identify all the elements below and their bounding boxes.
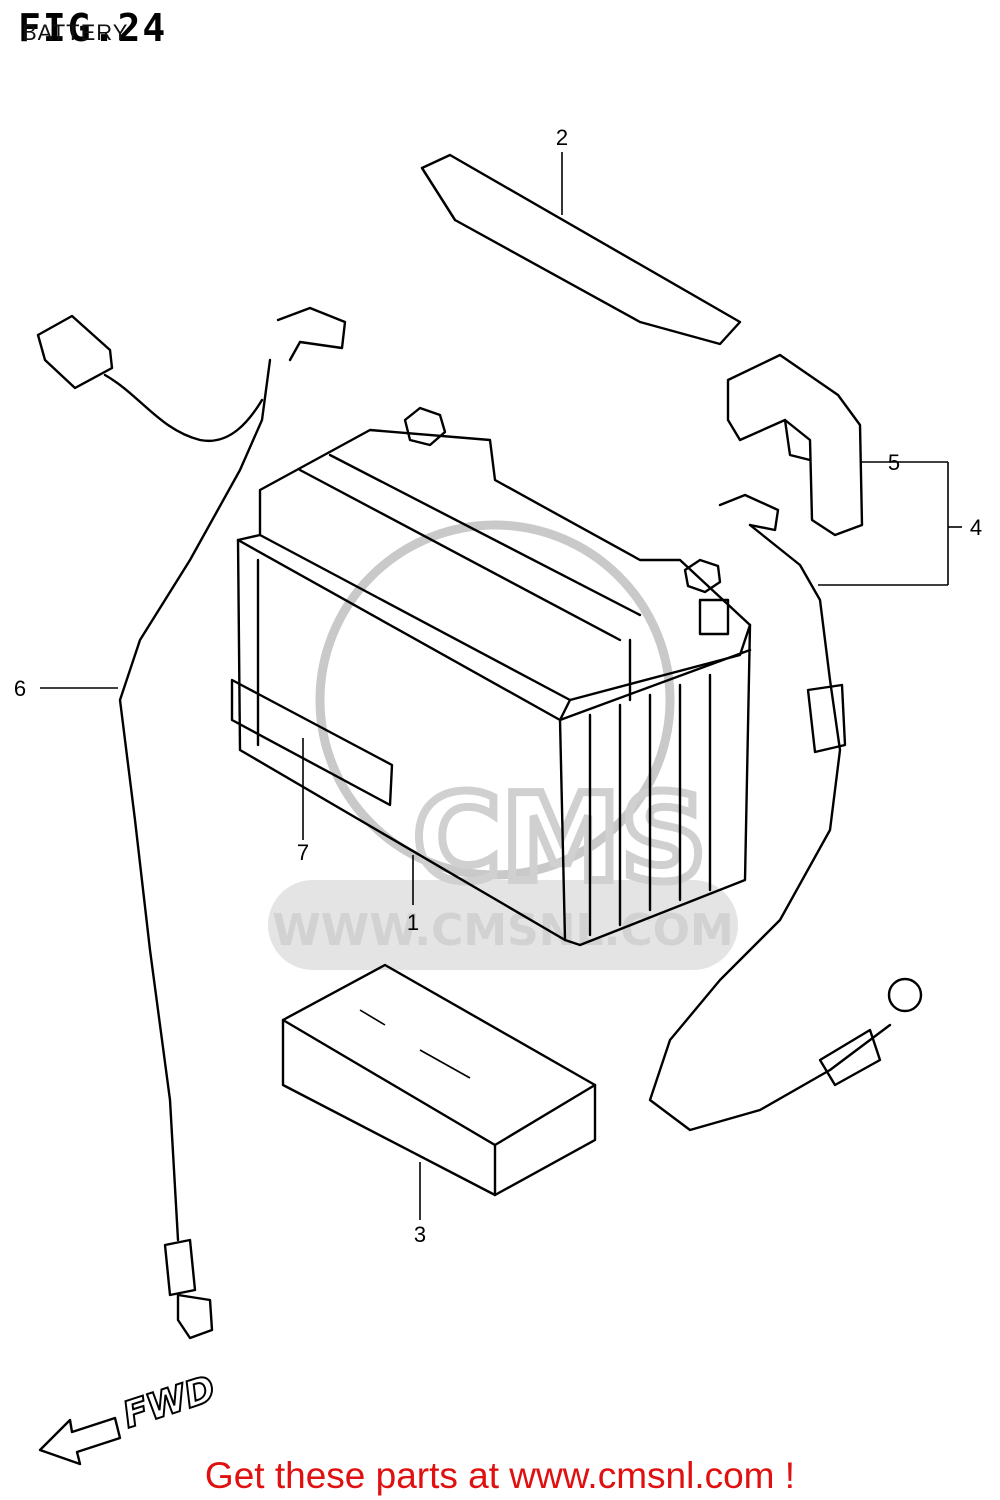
footer-parts-link[interactable]: Get these parts at www.cmsnl.com ! — [204, 1455, 796, 1496]
watermark-brand: CMS — [413, 770, 707, 909]
callout-3: 3 — [414, 1222, 426, 1247]
positive-cable — [648, 493, 923, 1132]
figure-title: FIG.24 — [18, 6, 168, 50]
callout-7: 7 — [297, 840, 309, 865]
callout-2: 2 — [556, 125, 568, 150]
battery — [230, 406, 752, 947]
terminal-cover — [726, 353, 864, 537]
callout-5: 5 — [888, 450, 900, 475]
watermark-circle — [315, 520, 675, 880]
callout-4: 4 — [970, 515, 982, 540]
figure-subtitle: BATTERY — [22, 20, 129, 45]
leader-lines — [40, 152, 962, 1220]
forward-arrow-icon — [38, 1416, 122, 1466]
battery-pad-strip — [420, 153, 742, 346]
negative-cable — [36, 306, 347, 1340]
battery-spacer-block — [281, 963, 597, 1197]
forward-direction-indicator: FWD — [38, 1367, 221, 1466]
callout-6: 6 — [14, 676, 26, 701]
fwd-label: FWD — [118, 1368, 220, 1436]
callout-1: 1 — [407, 910, 419, 935]
